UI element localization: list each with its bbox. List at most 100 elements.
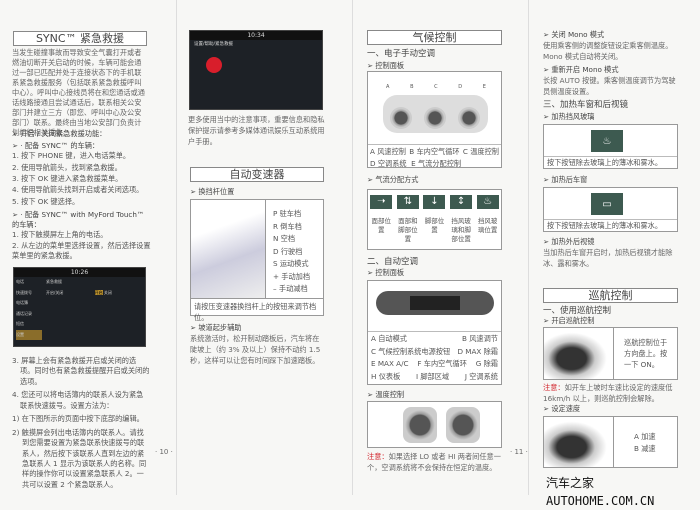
legend-item: B 车内空气循环 <box>409 147 460 156</box>
speed-item: A 加速 <box>634 432 656 441</box>
cruise-on-text: 巡航控制位于方向盘上。按一下 ON。 <box>624 338 668 369</box>
panel-letter: A <box>386 84 390 90</box>
airflow-label: 挡风玻璃和脚部位置 <box>451 217 471 244</box>
driver-temp-knob <box>403 407 437 443</box>
temp-box <box>367 401 502 448</box>
speed-box: A 加速 B 减速 <box>543 416 678 468</box>
windshield-text: 按下按钮除去玻璃上的薄冰和雾水。 <box>544 156 677 170</box>
climate-title: 气候控制 <box>367 30 502 45</box>
step: 1) 在下图所示的页面中按下底部的编辑。 <box>12 414 144 424</box>
legend-item: I 脚部区域 <box>415 371 450 381</box>
airflow-label: 脚部位置 <box>424 217 445 235</box>
mono-off-text: 使用乘客侧的调整旋钮设定乘客侧温度。Mono 模式自动将关闭。 <box>543 41 673 61</box>
defrost-icon: ♨ <box>476 195 499 209</box>
windshield-box: ♨ 按下按钮除去玻璃上的薄冰和雾水。 <box>543 124 678 169</box>
step: 3. 屏幕上会有紧急救援开启或关闭的选项。同时也有紧急救援提醒开启或关闭的选项。 <box>12 356 150 386</box>
page-number-10: · 10 · <box>155 448 173 456</box>
panel-letter: B <box>410 84 414 90</box>
manual-heading: 一、电子手动空调 <box>367 49 436 59</box>
legend-item: C 气候控制系统电源按钮 <box>371 346 451 356</box>
step: 1. 按下 PHONE 键，进入电话菜单。 <box>12 151 131 161</box>
heat-heading: 三、加热车窗和后视镜 <box>543 100 629 110</box>
temp-note: 注意：如果选择 LO 或者 HI 两者间任意一个，空调系统将不会保持在恒定的温度… <box>367 452 501 472</box>
screen-menu-item: 短信 <box>16 321 24 326</box>
passenger-temp-knob <box>446 407 480 443</box>
screen-time: 10:34 <box>190 31 322 40</box>
step: 2. 从左边的菜单里选择设置，然后选择设置菜单里的紧急救援。 <box>12 241 151 260</box>
rear-box: ▭ 按下按钮除去玻璃上的薄冰和雾水。 <box>543 187 678 232</box>
panel-letter: E <box>482 84 486 90</box>
myford-subheading: · 配备 SYNC™ with MyFord Touch™ 的车辆： <box>12 210 152 229</box>
mirror-heading: 加热外后视镜 <box>543 237 594 248</box>
windshield-heading: 加热挡风玻璃 <box>543 112 594 123</box>
legend-item: E MAX A/C <box>371 359 409 368</box>
step: 2) 触摸屏会列出电话簿内的联系人。请找到您需要设置为紧急联系快速拨号的联系人，… <box>12 427 147 489</box>
toggle-heading: 开启 / 关闭紧急救援功能： <box>12 129 106 140</box>
emergency-assist-screenshot: 10:34 设置/帮助/紧急救援 <box>189 30 323 110</box>
legend-item: A 风速控制 <box>370 147 406 156</box>
steering-wheel-image <box>544 328 614 379</box>
airflow-heading: 气流分配方式 <box>367 175 418 186</box>
mono-on-text: 长按 AUTO 按键。乘客侧温度调节为驾驶员侧温度设置。 <box>543 76 676 96</box>
screen-row: 开启/关闭 开启 关闭 <box>46 289 112 295</box>
screen-menu-item: 快速拨号 <box>16 289 32 295</box>
cruise-on-heading: 开启巡航控制 <box>543 316 594 327</box>
foot-vent-icon: ↓ <box>423 195 446 209</box>
legend-item: F 车内空气循环 <box>417 359 467 368</box>
gear-item: P 驻车档 <box>273 209 302 218</box>
screen-menu-item: 电话 <box>16 279 24 284</box>
panel-heading: 控制面板 <box>367 61 404 72</box>
step: 1. 按下触摸屏左上角的电话。 <box>12 229 108 239</box>
mono-on-heading: 重新开启 Mono 模式 <box>543 65 618 76</box>
auto-heading: 二、自动空调 <box>367 257 419 267</box>
sync-title: SYNC™ 紧急救援 <box>13 31 147 46</box>
legend-item: B 风速调节 <box>462 334 498 343</box>
page-number-11: · 11 · <box>510 448 528 456</box>
gear-table: P 驻车档 R 倒车档 N 空档 D 行驶档 S 运动模式 + 手动加档 – 手… <box>190 199 324 322</box>
airflow-label: 挡风玻璃位置 <box>477 217 498 235</box>
cruise-note: 注意：如开车上坡时车速比设定的速度低 16km/h 以上，则巡航控制会解除。 <box>543 383 673 403</box>
step: 4. 您还可以将电话簿内的联系人设为紧急联系快速拨号。设置方法为： <box>12 390 144 410</box>
legend-item: E 气流分配控制 <box>411 159 462 168</box>
distribution-knob <box>458 107 480 129</box>
watermark: 汽车之家 AUTOHOME.COM.CN <box>546 476 655 508</box>
sync-steps: · 配备 SYNC™ 的车辆： 1. 按下 PHONE 键，进入电话菜单。 2.… <box>12 141 152 260</box>
cruise-use-heading: 一、使用巡航控制 <box>543 306 612 316</box>
fan-knob <box>390 107 412 129</box>
auto-panel-heading: 控制面板 <box>367 268 404 279</box>
legend-item: C 温度控制 <box>462 147 499 156</box>
cruise-title: 巡航控制 <box>543 288 678 303</box>
face-foot-vent-icon: ⇅ <box>396 195 419 209</box>
airflow-label: 面部和脚部位置 <box>398 217 418 244</box>
steering-wheel-image <box>544 417 614 467</box>
windshield-defrost-icon: ♨ <box>591 130 623 152</box>
screen-menu-item: 设置 <box>16 329 42 340</box>
sync-subheading: · 配备 SYNC™ 的车辆： <box>12 141 152 150</box>
step: 3. 按下 OK 键进入紧急救援菜单。 <box>12 174 123 184</box>
legend-item: H 仪表板 <box>371 371 401 381</box>
step: 5. 按下 OK 键选择。 <box>12 196 80 206</box>
gear-item: + 手动加档 <box>273 271 311 281</box>
mirror-text: 当加热后车窗开启时，加热后视镜才能除冰、露和雾水。 <box>543 248 673 268</box>
screen-row: 紧急救援 <box>46 279 62 284</box>
airflow-label: 面部位置 <box>371 217 392 235</box>
mono-off-heading: 关闭 Mono 模式 <box>543 30 604 41</box>
screen-header: 设置/帮助/紧急救援 <box>194 42 234 47</box>
step: 4. 使用导航箭头找到开启或者关闭选项。 <box>12 185 144 195</box>
transmission-title: 自动变速器 <box>190 167 324 182</box>
legend-item: D MAX 除霜 <box>457 346 498 356</box>
after-steps: 3. 屏幕上会有紧急救援开启或关闭的选项。同时也有紧急救援提醒开启或关闭的选项。… <box>12 356 150 490</box>
legend-item: D 空调系统 <box>370 159 407 168</box>
hill-heading: 坡道起步辅助 <box>190 323 241 334</box>
speed-heading: 设定速度 <box>543 404 580 415</box>
panel-letter: C <box>434 84 438 90</box>
temp-knob <box>424 107 446 129</box>
shift-heading: 换挡杆位置 <box>190 187 234 198</box>
gear-item: S 运动模式 <box>273 259 309 268</box>
rear-heading: 加热后车窗 <box>543 175 587 186</box>
temp-heading: 温度控制 <box>367 390 404 401</box>
gear-shifter-image <box>191 200 266 298</box>
face-vent-icon: ➝ <box>370 195 393 209</box>
